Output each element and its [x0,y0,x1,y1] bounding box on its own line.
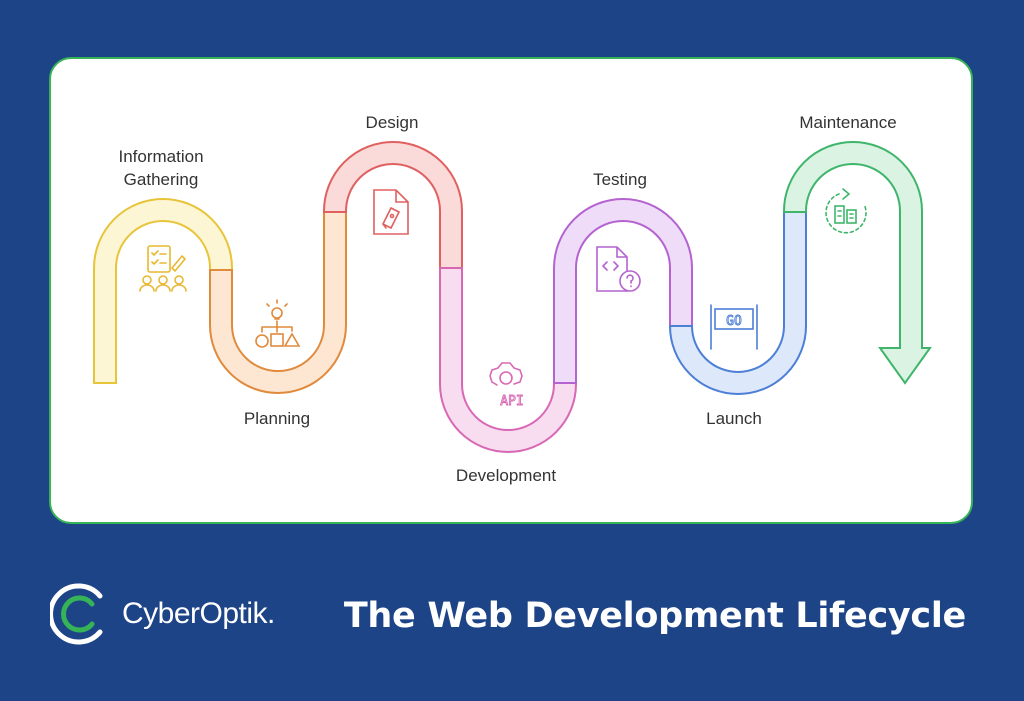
stage-design [323,141,463,269]
brand-name-part1: Cyber [122,597,200,630]
stage-label-design: Design [365,113,419,132]
lightbulb-hierarchy-icon [255,299,301,348]
stage-development [439,267,577,453]
code-question-document-icon [596,246,641,292]
survey-checklist-people-icon [139,245,187,292]
api-gear-text: API [500,394,523,409]
stage-label-development: Development [455,466,557,485]
stage-maintenance [783,141,932,385]
brand-name-part2: Optik. [199,597,276,630]
stage-information-gathering [93,198,233,384]
stage-label-information-gathering: Information Gathering [118,147,204,189]
go-banner-icon: GO [710,304,758,350]
stage-testing [553,198,693,384]
cyberoptik-ring-logo-icon [50,583,103,645]
go-banner-text: GO [726,314,742,329]
stage-label-launch: Launch [706,409,762,428]
pen-document-icon [373,189,409,235]
brand-logo[interactable]: CyberOptik. [50,582,275,646]
stage-planning [209,211,347,394]
stage-label-testing: Testing [593,170,647,189]
stage-launch [668,211,807,395]
refresh-building-icon [825,188,867,234]
api-gear-icon: API [489,362,524,409]
stage-label-planning: Planning [243,409,311,428]
page-title: The Web Development Lifecycle [343,596,966,636]
stage-label-maintenance: Maintenance [799,113,897,132]
brand-name: CyberOptik. [122,597,275,631]
